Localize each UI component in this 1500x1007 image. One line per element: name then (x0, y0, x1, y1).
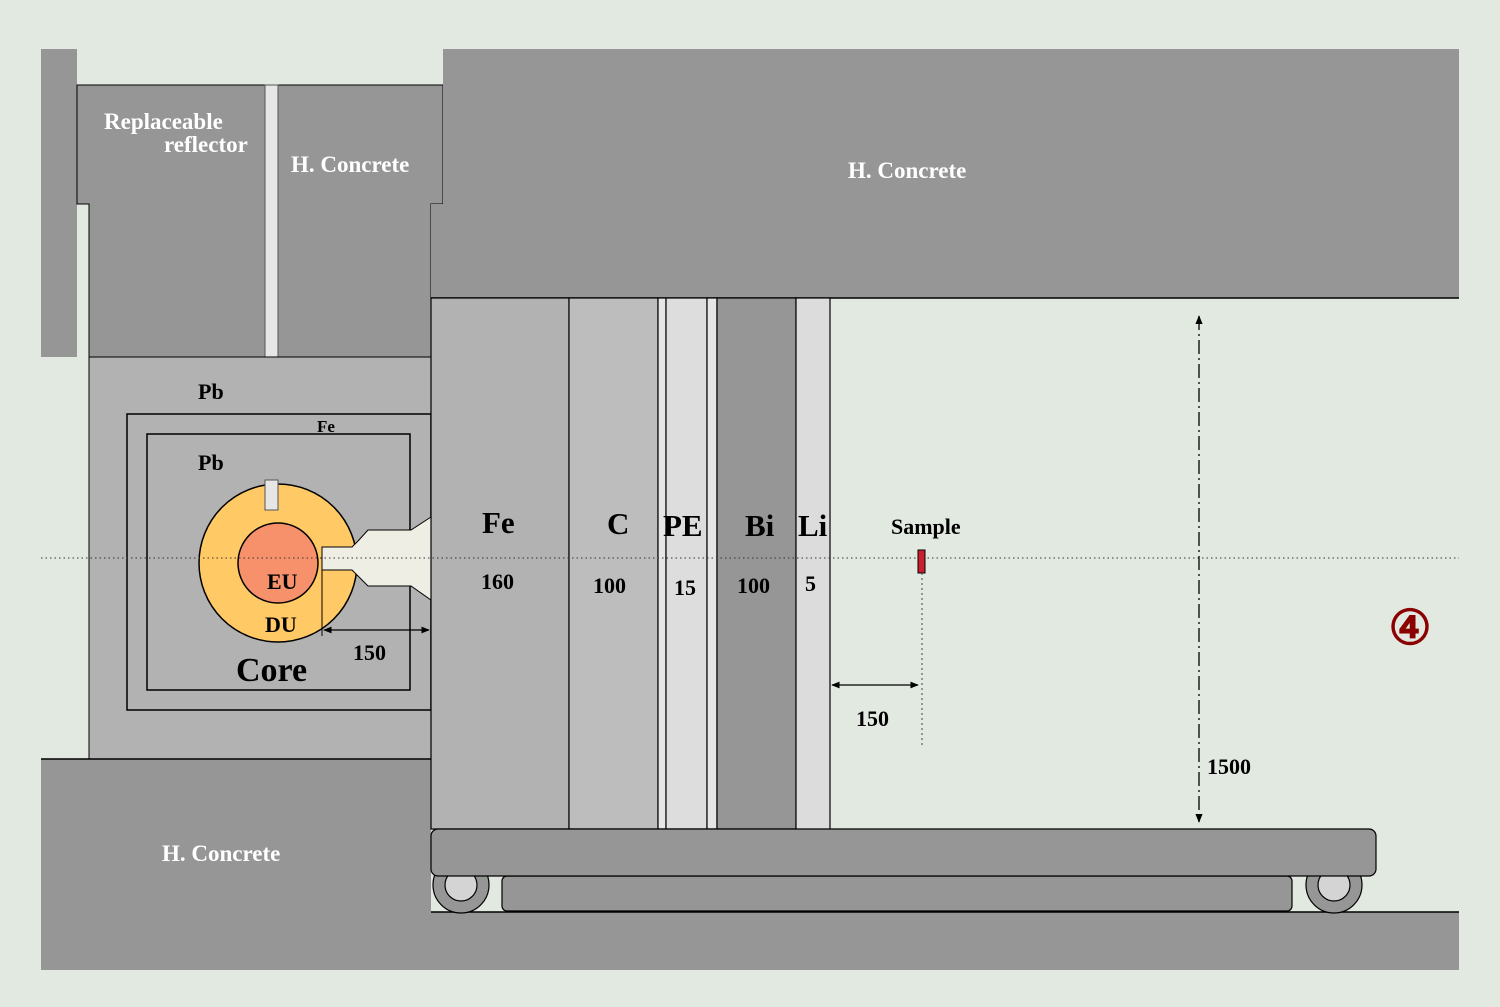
sample-label: Sample (891, 514, 961, 539)
layer-gap-1 (657, 297, 667, 830)
replaceable-reflector-label-2: reflector (164, 132, 248, 157)
layer-pe-thickness: 15 (674, 575, 696, 600)
concrete-top-label: H. Concrete (848, 158, 966, 183)
layer-c-thickness: 100 (593, 573, 626, 598)
layer-pe (665, 297, 708, 830)
floor (431, 912, 1459, 970)
concrete-left-column (41, 49, 77, 357)
layer-gap-2 (706, 297, 718, 830)
concrete-bottom-label: H. Concrete (162, 841, 280, 866)
cart-platform (430, 828, 1377, 877)
height-value: 1500 (1207, 754, 1251, 779)
eu-label: EU (267, 569, 298, 594)
replaceable-reflector-label-1: Replaceable (104, 109, 223, 134)
layer-li (795, 297, 831, 834)
concrete-top-block (443, 49, 1459, 298)
layer-c-label: C (607, 506, 629, 541)
core-gap-value: 150 (353, 640, 386, 665)
layer-bi (716, 297, 797, 830)
layer-li-thickness: 5 (805, 571, 816, 596)
config-number-label: ④ (1388, 602, 1431, 655)
sample-marker (917, 549, 926, 574)
layer-bi-thickness: 100 (737, 573, 770, 598)
channel-end (264, 479, 279, 511)
pb-outer-label: Pb (198, 379, 224, 404)
core-label: Core (236, 652, 307, 689)
cart-base (501, 875, 1293, 912)
layer-fe-label: Fe (482, 505, 515, 540)
concrete-top-step (431, 204, 443, 298)
layer-c (568, 297, 659, 830)
layer-pe-label: PE (663, 508, 703, 543)
eu-region (237, 522, 319, 604)
concrete-upper-left-block (277, 84, 444, 358)
sample-distance-value: 150 (856, 706, 889, 731)
layer-fe-thickness: 160 (481, 569, 514, 594)
pb-inner-label: Pb (198, 450, 224, 475)
concrete-bottom-block (41, 759, 431, 970)
layer-bi-label: Bi (745, 508, 775, 543)
layer-fe (430, 297, 570, 830)
concrete-upper-left-label: H. Concrete (291, 152, 409, 177)
fe-thin-label: Fe (317, 417, 335, 436)
du-label: DU (265, 612, 297, 637)
layer-li-label: Li (798, 508, 828, 543)
